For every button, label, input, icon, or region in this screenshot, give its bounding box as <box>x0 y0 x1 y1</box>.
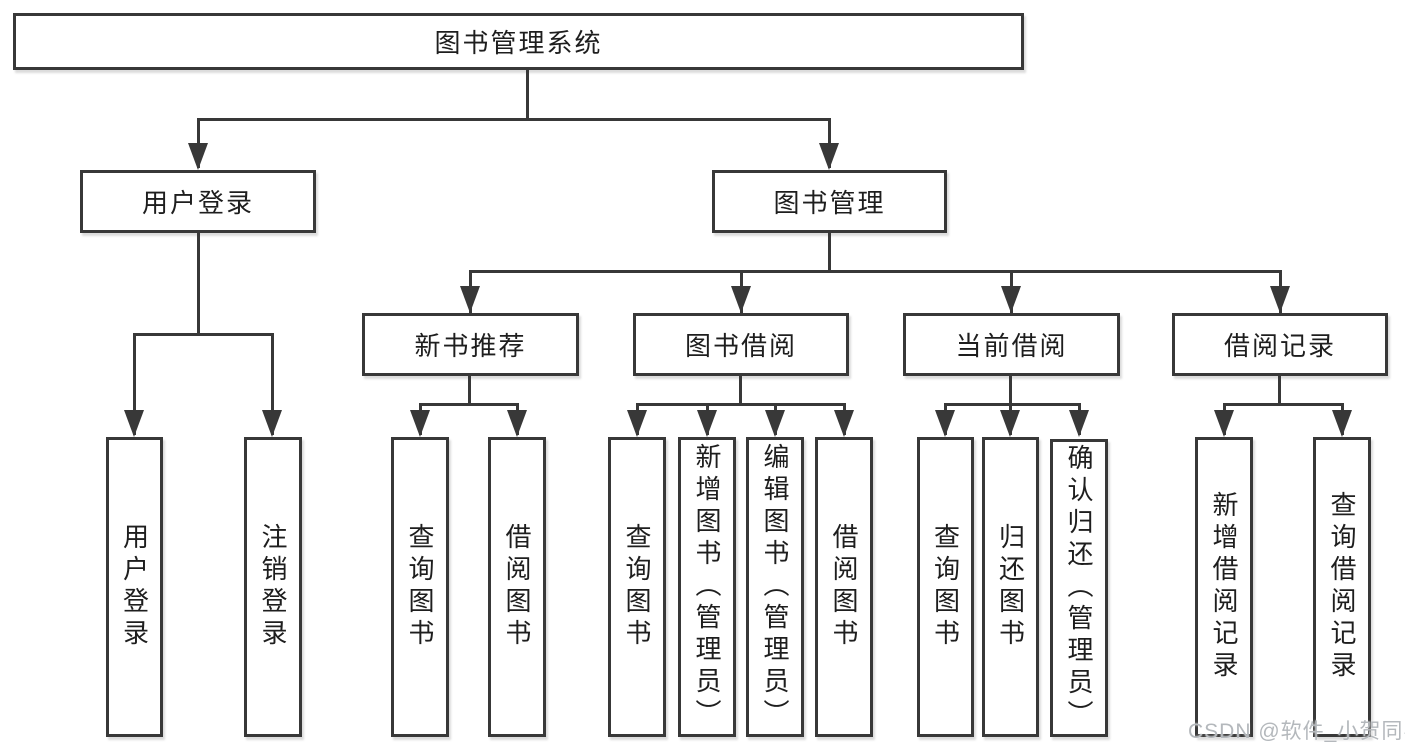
connector-line <box>468 376 471 406</box>
connector-line <box>1009 376 1012 406</box>
leaf-label: 编辑图书（管理员） <box>760 443 790 731</box>
arrow-down-icon <box>262 410 282 437</box>
node-label: 新书推荐 <box>414 331 527 361</box>
leaf-query-books-recommend: 查询图书 <box>391 437 449 737</box>
leaf-label: 用户登录 <box>119 523 150 651</box>
leaf-logout: 注销登录 <box>244 437 302 737</box>
connector-line <box>271 333 274 435</box>
arrow-down-icon <box>1001 286 1021 313</box>
leaf-query-books-borrowing: 查询图书 <box>608 437 666 737</box>
connector-line <box>1223 403 1343 406</box>
node-new-book-recommend: 新书推荐 <box>362 313 579 376</box>
connector-line <box>419 403 518 406</box>
connector-line <box>197 233 200 336</box>
connector-line <box>133 333 136 435</box>
leaf-edit-books-admin: 编辑图书（管理员） <box>746 437 804 737</box>
leaf-label: 确认归还（管理员） <box>1064 444 1094 732</box>
leaf-borrow-books-recommend: 借阅图书 <box>488 437 546 737</box>
leaf-borrow-books-borrowing: 借阅图书 <box>815 437 873 737</box>
connector-line <box>739 376 742 406</box>
node-label: 当前借阅 <box>955 331 1068 361</box>
leaf-label: 查询图书 <box>930 523 961 651</box>
arrow-down-icon <box>1214 410 1234 437</box>
node-book-borrowing: 图书借阅 <box>633 313 849 376</box>
leaf-label: 借阅图书 <box>502 523 532 651</box>
leaf-label: 注销登录 <box>258 523 288 651</box>
arrow-down-icon <box>188 143 208 170</box>
connector-line <box>133 333 274 336</box>
arrow-down-icon <box>834 410 854 437</box>
leaf-confirm-return-admin: 确认归还（管理员） <box>1050 439 1108 737</box>
arrow-down-icon <box>697 410 717 437</box>
arrow-down-icon <box>1332 410 1352 437</box>
leaf-return-books: 归还图书 <box>982 437 1039 737</box>
arrow-down-icon <box>410 410 430 437</box>
node-label: 图书管理系统 <box>434 28 603 58</box>
leaf-label: 查询借阅记录 <box>1327 491 1357 683</box>
node-label: 借阅记录 <box>1223 331 1336 361</box>
arrow-down-icon <box>765 410 785 437</box>
node-label: 图书管理 <box>773 188 886 218</box>
arrow-down-icon <box>1270 286 1290 313</box>
node-borrowing-records: 借阅记录 <box>1172 313 1388 376</box>
arrow-down-icon <box>819 143 839 170</box>
node-current-borrowing: 当前借阅 <box>903 313 1120 376</box>
leaf-label: 借阅图书 <box>829 523 859 651</box>
connector-line <box>526 70 529 121</box>
arrow-down-icon <box>1000 410 1020 437</box>
connector-line <box>469 270 1281 273</box>
node-book-management: 图书管理 <box>712 170 947 233</box>
connector-line <box>197 118 831 121</box>
node-label: 图书借阅 <box>684 331 797 361</box>
leaf-label: 查询图书 <box>405 523 435 651</box>
leaf-user-login: 用户登录 <box>106 437 163 737</box>
node-user-login: 用户登录 <box>80 170 316 233</box>
leaf-label: 归还图书 <box>995 523 1026 651</box>
arrow-down-icon <box>935 410 955 437</box>
leaf-label: 查询图书 <box>622 523 652 651</box>
arrow-down-icon <box>507 410 527 437</box>
arrow-down-icon <box>731 286 751 313</box>
leaf-add-books-admin: 新增图书（管理员） <box>678 437 736 737</box>
arrow-down-icon <box>460 286 480 313</box>
arrow-down-icon <box>124 410 144 437</box>
node-root-system: 图书管理系统 <box>13 13 1024 70</box>
arrow-down-icon <box>627 410 647 437</box>
leaf-query-borrow-record: 查询借阅记录 <box>1313 437 1371 737</box>
connector-line <box>944 403 1081 406</box>
connector-line <box>1278 376 1281 406</box>
connector-line <box>636 403 845 406</box>
leaf-label: 新增借阅记录 <box>1209 491 1239 683</box>
node-label: 用户登录 <box>141 188 254 218</box>
leaf-add-borrow-record: 新增借阅记录 <box>1195 437 1253 737</box>
leaf-label: 新增图书（管理员） <box>692 443 722 731</box>
connector-line <box>828 233 831 273</box>
arrow-down-icon <box>1069 410 1089 437</box>
leaf-query-books-current: 查询图书 <box>917 437 974 737</box>
